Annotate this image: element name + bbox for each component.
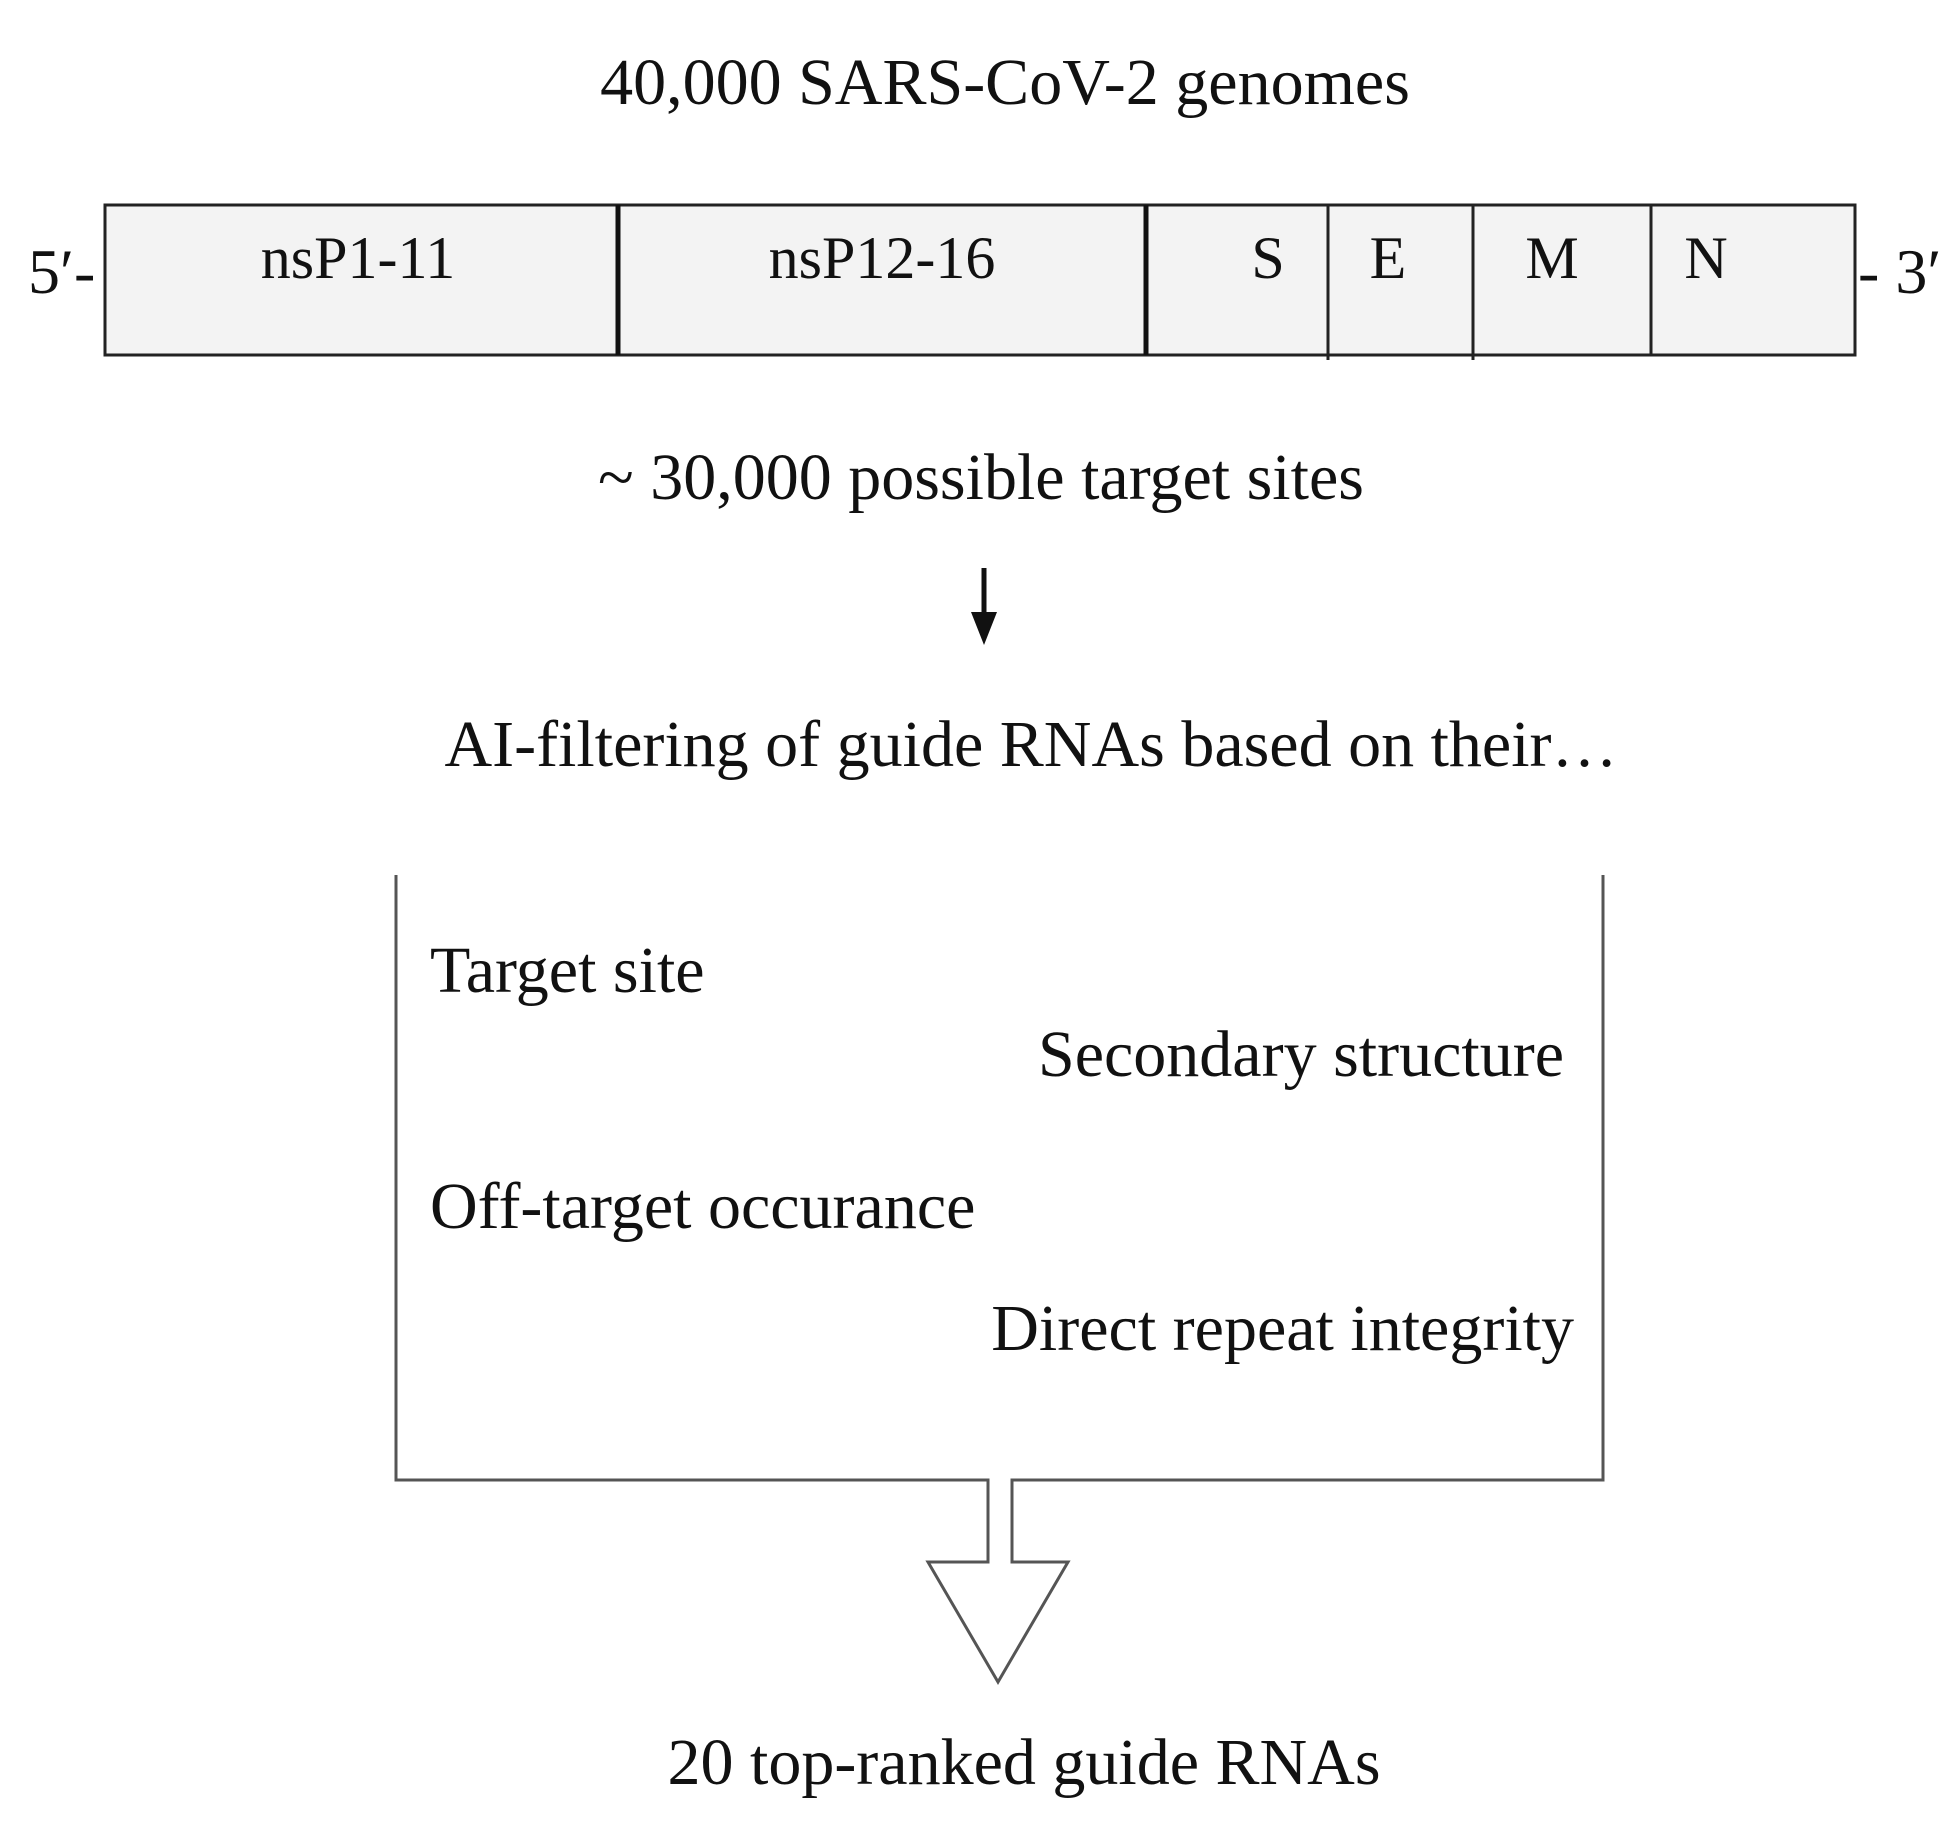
genome-bar: [103, 203, 1857, 357]
segment-label-s: S: [1251, 225, 1285, 291]
three-prime-label: - 3′: [1858, 236, 1942, 307]
segment-label-n: N: [1684, 225, 1728, 291]
segment-label-m: M: [1525, 225, 1579, 291]
target-sites-text: ~ 30,000 possible target sites: [598, 441, 1364, 514]
diagram-title: 40,000 SARS-CoV-2 genomes: [600, 46, 1410, 119]
criterion-off-target: Off-target occurance: [430, 1170, 976, 1243]
criterion-secondary-structure: Secondary structure: [1038, 1018, 1564, 1091]
segment-label-nsp1-11: nsP1-11: [260, 225, 456, 291]
segment-label-nsp12-16: nsP12-16: [768, 225, 996, 291]
segment-label-e: E: [1369, 225, 1407, 291]
criterion-target-site: Target site: [430, 934, 705, 1007]
down-arrow-head: [971, 612, 997, 645]
result-text: 20 top-ranked guide RNAs: [667, 1726, 1381, 1799]
filter-funnel: [394, 875, 1605, 1685]
five-prime-label: 5′-: [28, 236, 96, 307]
criterion-direct-repeat: Direct repeat integrity: [991, 1292, 1574, 1365]
filter-heading: AI-filtering of guide RNAs based on thei…: [444, 708, 1618, 781]
